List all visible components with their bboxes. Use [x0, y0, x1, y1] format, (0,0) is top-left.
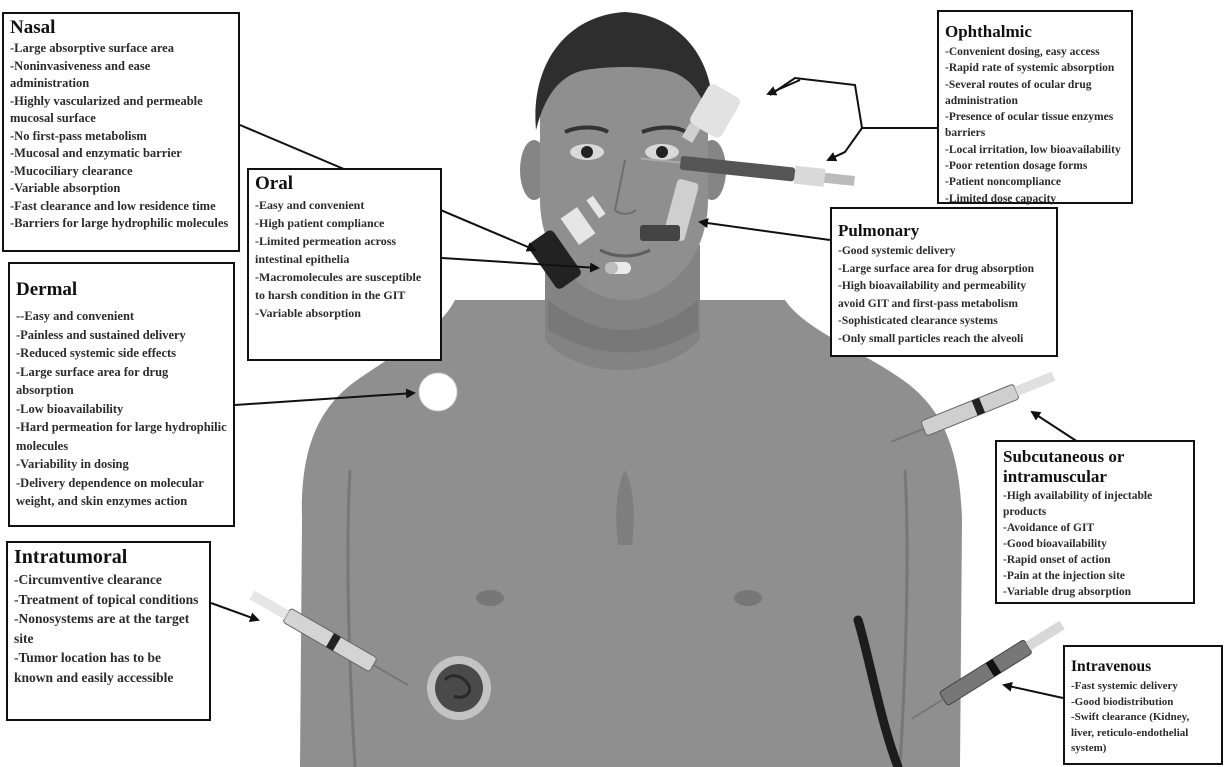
ophthalmic-arrow-bracket [770, 78, 937, 128]
pulmonary-item: -Sophisticated clearance systems [838, 313, 1050, 331]
oral-item: -Limited permeation across intestinal ep… [255, 232, 434, 268]
ophthalmic-item: -Limited dose capacity [945, 191, 1125, 207]
ophthalmic-arrow-lower [832, 128, 862, 158]
pulmonary-item: -High bioavailability and permeability a… [838, 278, 1050, 313]
intratumoral-item: -Circumventive clearance [14, 570, 203, 590]
dermal-list: --Easy and convenient -Painless and sust… [16, 307, 227, 511]
left-nipple [476, 590, 504, 606]
nasal-item: -No first-pass metabolism [10, 128, 232, 146]
nasal-title: Nasal [10, 17, 232, 39]
intravenous-item: -Good biodistribution [1071, 695, 1215, 711]
oral-list: -Easy and convenient -High patient compl… [255, 196, 434, 322]
nasal-item: -Variable absorption [10, 180, 232, 198]
ophthalmic-arrow-top [768, 80, 800, 94]
ophthalmic-item: -Presence of ocular tissue enzymes barri… [945, 109, 1125, 142]
nasal-item: -Mucociliary clearance [10, 163, 232, 181]
left-pupil [581, 146, 593, 158]
oral-item: -Variable absorption [255, 304, 434, 322]
pulmonary-arrow [700, 222, 830, 240]
intratumoral-box: Intratumoral -Circumventive clearance -T… [6, 541, 211, 721]
intravenous-box: Intravenous -Fast systemic delivery -Goo… [1063, 645, 1223, 765]
subcutaneous-arrow [1032, 412, 1078, 442]
dermal-patch [419, 373, 457, 411]
ophthalmic-item: -Patient noncompliance [945, 174, 1125, 190]
tumor [435, 664, 483, 712]
dermal-item: -Large surface area for drug absorption [16, 363, 227, 400]
dermal-item: -Variability in dosing [16, 455, 227, 474]
oral-box: Oral -Easy and convenient -High patient … [247, 168, 442, 361]
pulmonary-title: Pulmonary [838, 220, 1050, 242]
ophthalmic-item: -Poor retention dosage forms [945, 158, 1125, 174]
dermal-item: -Hard permeation for large hydrophilic m… [16, 418, 227, 455]
ophthalmic-item: -Rapid rate of systemic absorption [945, 60, 1125, 76]
intravenous-item: -Swift clearance (Kidney, liver, reticul… [1071, 710, 1215, 757]
pulmonary-box: Pulmonary -Good systemic delivery -Large… [830, 207, 1058, 357]
ophthalmic-box: Ophthalmic -Convenient dosing, easy acce… [937, 10, 1133, 204]
nasal-item: -Mucosal and enzymatic barrier [10, 145, 232, 163]
ophthalmic-title: Ophthalmic [945, 21, 1125, 43]
oral-item: -Easy and convenient [255, 196, 434, 214]
right-nipple [734, 590, 762, 606]
intravenous-title: Intravenous [1071, 656, 1215, 678]
subcutaneous-item: -High availability of injectable product… [1003, 488, 1187, 520]
oral-item: -Macromolecules are susceptible to harsh… [255, 268, 434, 304]
nasal-item: -Highly vascularized and permeable mucos… [10, 93, 232, 128]
subcutaneous-item: -Variable drug absorption [1003, 584, 1187, 600]
dermal-item: -Reduced systemic side effects [16, 344, 227, 363]
dermal-item: -Low bioavailability [16, 400, 227, 419]
intratumoral-item: -Tumor location has to be known and easi… [14, 648, 203, 687]
oral-capsule [605, 262, 631, 274]
subcutaneous-box: Subcutaneous or intramuscular -High avai… [995, 440, 1195, 604]
intravenous-arrow [1004, 685, 1063, 698]
dermal-item: -Delivery dependence on molecular weight… [16, 474, 227, 511]
dermal-title: Dermal [16, 279, 227, 301]
intratumoral-arrow [211, 603, 258, 620]
ophthalmic-item: -Convenient dosing, easy access [945, 44, 1125, 60]
nasal-item: -Fast clearance and low residence time [10, 198, 232, 216]
ophthalmic-arrow-lower-head [828, 152, 845, 160]
intravenous-item: -Fast systemic delivery [1071, 679, 1215, 695]
dermal-box: Dermal --Easy and convenient -Painless a… [8, 262, 235, 527]
dermal-item: --Easy and convenient [16, 307, 227, 326]
subcutaneous-item: -Pain at the injection site [1003, 568, 1187, 584]
nasal-list: -Large absorptive surface area -Noninvas… [10, 40, 232, 233]
subcutaneous-item: -Avoidance of GIT [1003, 520, 1187, 536]
nasal-box: Nasal -Large absorptive surface area -No… [2, 12, 240, 252]
pulmonary-item: -Large surface area for drug absorption [838, 261, 1050, 279]
ophthalmic-list: -Convenient dosing, easy access -Rapid r… [945, 44, 1125, 207]
intratumoral-item: -Treatment of topical conditions [14, 590, 203, 610]
nasal-item: -Noninvasiveness and ease administration [10, 58, 232, 93]
subcutaneous-list: -High availability of injectable product… [1003, 488, 1187, 600]
right-pupil [656, 146, 668, 158]
ophthalmic-item: -Several routes of ocular drug administr… [945, 77, 1125, 110]
pulmonary-item: -Good systemic delivery [838, 243, 1050, 261]
subcutaneous-item: -Rapid onset of action [1003, 552, 1187, 568]
intratumoral-list: -Circumventive clearance -Treatment of t… [14, 570, 203, 687]
intravenous-list: -Fast systemic delivery -Good biodistrib… [1071, 679, 1215, 757]
intratumoral-item: -Nonosystems are at the target site [14, 609, 203, 648]
oral-item: -High patient compliance [255, 214, 434, 232]
pulmonary-list: -Good systemic delivery -Large surface a… [838, 243, 1050, 348]
subcutaneous-item: -Good bioavailability [1003, 536, 1187, 552]
ophthalmic-item: -Local irritation, low bioavailability [945, 142, 1125, 158]
nasal-item: -Large absorptive surface area [10, 40, 232, 58]
intratumoral-title: Intratumoral [14, 546, 203, 568]
subcutaneous-title: Subcutaneous or intramuscular [1003, 447, 1187, 487]
dermal-item: -Painless and sustained delivery [16, 326, 227, 345]
nasal-item: -Barriers for large hydrophilic molecule… [10, 215, 232, 233]
pulmonary-item: -Only small particles reach the alveoli [838, 331, 1050, 349]
oral-title: Oral [255, 173, 434, 195]
